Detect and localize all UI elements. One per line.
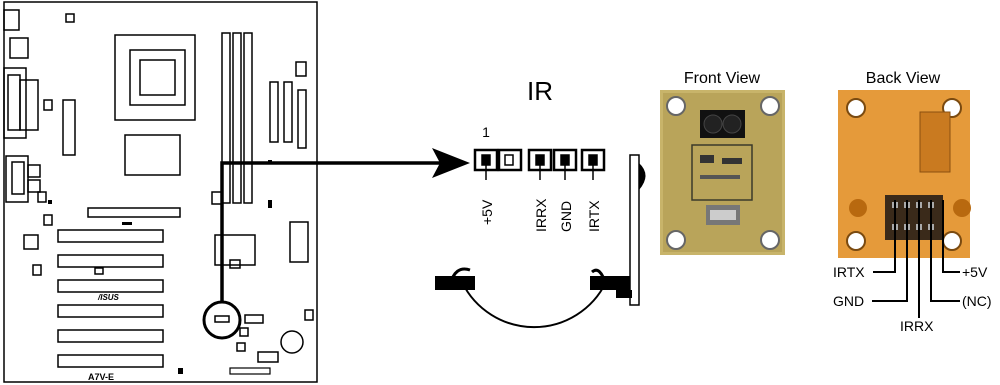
header-title: IR — [527, 76, 553, 106]
ir-header-highlight — [202, 300, 242, 340]
header-pin-5v: +5V — [479, 199, 495, 225]
front-view-photo — [660, 90, 785, 255]
board-outline — [3, 1, 318, 383]
header-pin-irrx: IRRX — [533, 198, 549, 232]
board-logo: /ISUS — [97, 293, 120, 302]
ir-header — [473, 148, 606, 180]
board-model-label: A7V-E — [88, 372, 114, 382]
header-pin-gnd: GND — [558, 201, 574, 232]
pointer-line — [220, 161, 440, 302]
back-view-photo — [838, 90, 971, 258]
pin1-marker: 1 — [482, 124, 490, 140]
pointer-arrowhead — [432, 148, 470, 178]
back-pin-nc: (NC) — [962, 293, 992, 309]
back-pin-gnd: GND — [833, 293, 864, 309]
ir-module-side-view — [435, 154, 646, 329]
motherboard-layout — [3, 1, 318, 383]
back-view-leaders — [872, 200, 960, 318]
front-view-title: Front View — [684, 70, 761, 87]
back-pin-irrx: IRRX — [900, 318, 934, 334]
back-pin-irtx: IRTX — [833, 264, 865, 280]
back-pin-5v: +5V — [962, 264, 988, 280]
back-view-title: Back View — [866, 70, 941, 87]
header-pin-irtx: IRTX — [586, 200, 602, 232]
